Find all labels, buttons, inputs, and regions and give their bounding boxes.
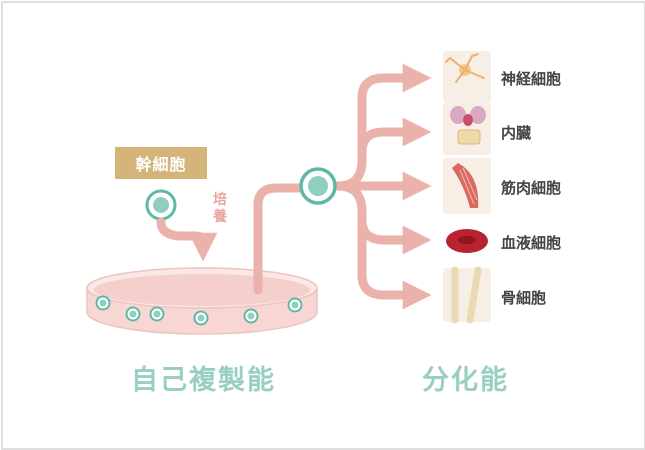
culture-label: 培養	[213, 192, 227, 225]
muscle-icon	[443, 158, 491, 214]
muscle-label: 筋肉細胞	[501, 179, 562, 197]
rise-arrow	[253, 183, 305, 295]
dish-cell	[125, 306, 141, 322]
self-renewal-label: 自己複製能	[131, 365, 276, 396]
differentiating-cell	[299, 167, 337, 205]
dish-cells	[95, 295, 303, 326]
bone-label: 骨細胞	[501, 289, 547, 307]
branch-arrows	[333, 63, 432, 310]
dish-cell	[95, 295, 111, 311]
blood-label: 血液細胞	[501, 234, 562, 252]
neuron-label: 神経細胞	[501, 70, 562, 88]
neuron-icon	[443, 51, 491, 103]
red-blood-cell-icon	[446, 229, 488, 253]
dish-cell	[149, 306, 165, 322]
dish-cell	[193, 310, 209, 326]
stem-cell	[145, 189, 177, 221]
organs-label: 内臓	[501, 124, 532, 142]
stem-cell-label: 幹細胞	[115, 147, 207, 179]
dish-cell	[243, 308, 259, 324]
differentiation-label: 分化能	[422, 365, 509, 396]
organs-icon	[443, 103, 491, 155]
culture-arrow	[156, 217, 218, 262]
bone-icon	[443, 266, 491, 324]
dish-cell	[287, 297, 303, 313]
